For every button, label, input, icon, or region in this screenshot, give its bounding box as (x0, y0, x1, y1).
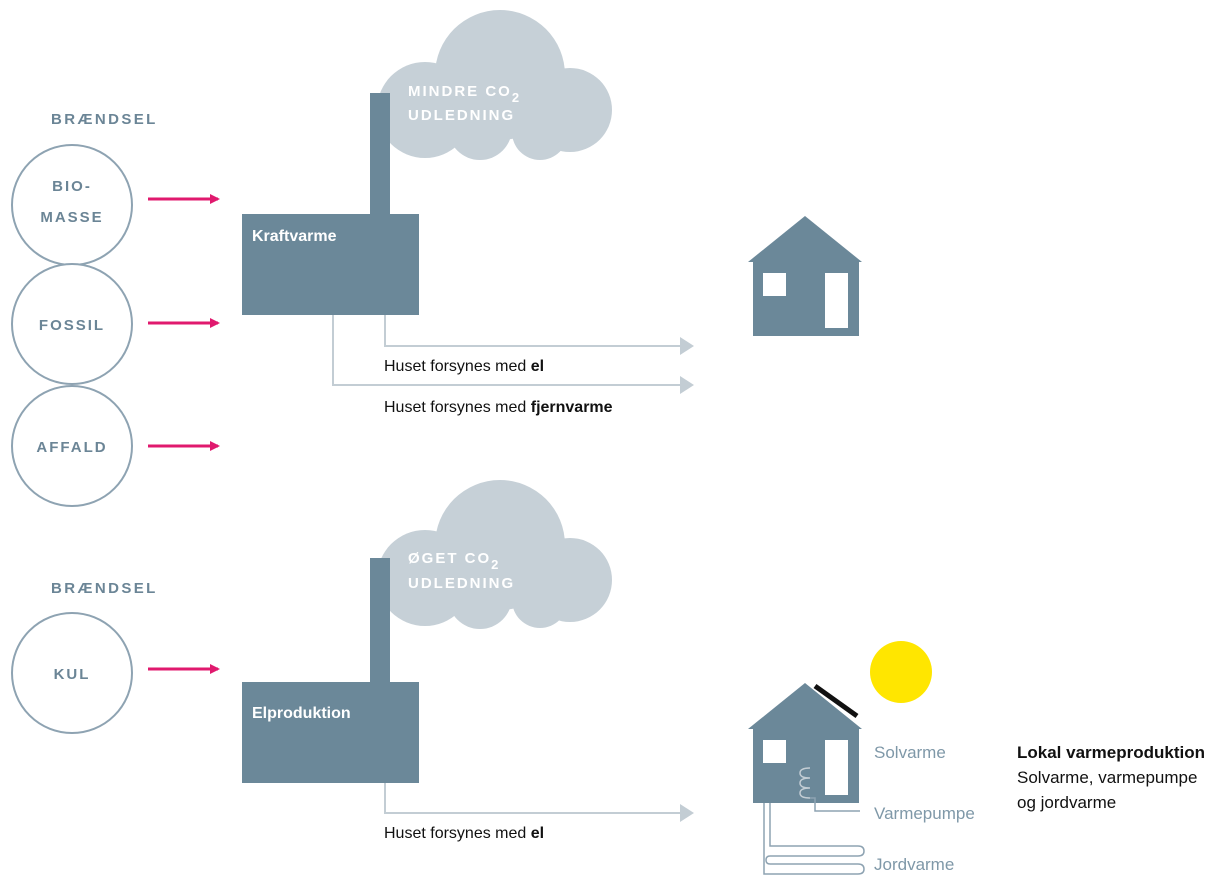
label-solar-heat: Solvarme (874, 743, 946, 762)
top-fuel-heading: BRÆNDSEL (51, 111, 158, 128)
supply-line-district-heat (332, 315, 694, 394)
supply-text-el-bottom: Huset forsynes med el (384, 825, 544, 842)
side-note-line2: og jordvarme (1017, 793, 1116, 812)
fuel-label-fossil: FOSSIL (39, 317, 105, 334)
heat-pump-coil-icon (799, 767, 811, 799)
chimney-top (370, 93, 390, 215)
plant-elproduktion (242, 682, 419, 783)
cloud-top-line1: MINDRE CO2 (408, 83, 521, 105)
cloud-bottom-line2: UDLEDNING (408, 575, 515, 592)
fuel-circle-biomass: BIO- MASSE (11, 144, 133, 266)
fuel-label-waste: AFFALD (36, 439, 107, 456)
cloud-less-co2 (377, 10, 612, 160)
ground-loop-icon (763, 803, 865, 875)
top-section: BRÆNDSEL BIO- MASSE FOSSIL AFFALD MINDRE… (11, 10, 862, 507)
fuel-circle-waste: AFFALD (11, 385, 133, 507)
sun-icon (870, 641, 932, 703)
fuel-circle-coal: KUL (11, 612, 133, 734)
label-heat-pump: Varmepumpe (874, 804, 975, 823)
fuel-label-coal: KUL (54, 666, 91, 683)
cloud-bottom-line1: ØGET CO2 (408, 550, 500, 572)
supply-text-el-top: Huset forsynes med el (384, 358, 544, 375)
bottom-section: BRÆNDSEL KUL ØGET CO2 UDLEDNING Elproduk… (11, 480, 1205, 875)
supply-text-district-heat: Huset forsynes med fjernvarme (384, 399, 613, 416)
solar-panel-icon (813, 683, 859, 719)
cloud-more-co2 (377, 480, 612, 629)
side-note-title: Lokal varmeproduktion (1017, 743, 1205, 762)
chimney-bottom (370, 558, 390, 683)
plant-label-kraftvarme: Kraftvarme (252, 228, 337, 245)
label-ground-heat: Jordvarme (874, 855, 954, 874)
house-top-icon (748, 216, 862, 336)
fuel-label-biomass-line2: MASSE (40, 209, 103, 226)
fuel-circle-fossil: FOSSIL (11, 263, 133, 385)
bottom-fuel-heading: BRÆNDSEL (51, 580, 158, 597)
heat-pump-pointer-line (810, 797, 860, 812)
side-note-line1: Solvarme, varmepumpe (1017, 768, 1197, 787)
supply-line-el-bottom (384, 783, 694, 822)
cloud-top-line2: UDLEDNING (408, 107, 515, 124)
fuel-label-biomass-line1: BIO- (52, 178, 92, 195)
plant-kraftvarme (242, 214, 419, 315)
house-bottom-icon (748, 683, 865, 875)
supply-line-el-top (384, 315, 694, 355)
plant-label-elproduktion: Elproduktion (252, 705, 351, 722)
